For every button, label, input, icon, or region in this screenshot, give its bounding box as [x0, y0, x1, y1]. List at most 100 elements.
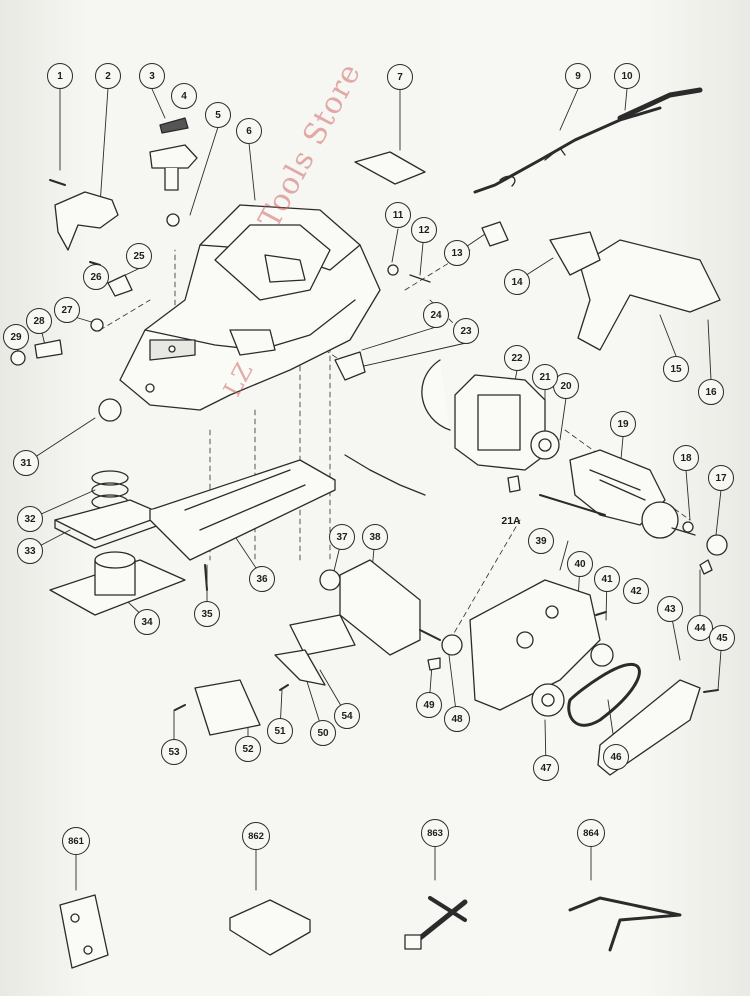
- screw-45-shape: [703, 689, 719, 693]
- handle-cover-shape: [549, 231, 601, 276]
- knob-31-shape: [98, 398, 122, 422]
- callout-18: 18: [673, 445, 699, 471]
- screw-51-shape: [279, 684, 289, 691]
- drum-38-shape: [319, 559, 441, 656]
- callout-7: 7: [387, 64, 413, 90]
- callout-51: 51: [267, 718, 293, 744]
- plate-52-shape: [194, 679, 261, 736]
- callout-861: 861: [62, 827, 90, 855]
- callout-10: 10: [614, 63, 640, 89]
- callout-41: 41: [594, 566, 620, 592]
- callout-4: 4: [171, 83, 197, 109]
- pulley-shapes: [531, 643, 614, 717]
- callout-42: 42: [623, 578, 649, 604]
- callout-35: 35: [194, 601, 220, 627]
- callout-13: 13: [444, 240, 470, 266]
- callout-34: 34: [134, 609, 160, 635]
- brush-21a-shape: [507, 475, 521, 493]
- screw-1-shape: [49, 179, 66, 186]
- callout-17: 17: [708, 465, 734, 491]
- callout-3: 3: [139, 63, 165, 89]
- callout-27: 27: [54, 297, 80, 323]
- screw-53-shape: [174, 704, 186, 711]
- blade-54-shape: [289, 614, 356, 656]
- callout-16: 16: [698, 379, 724, 405]
- callout-54: 54: [334, 703, 360, 729]
- rear-handle-shape: [577, 239, 721, 351]
- bearing-17-shape: [706, 534, 728, 556]
- plate-33-shape: [54, 499, 166, 541]
- power-cord-shape: [473, 87, 703, 194]
- main-housing-shape: [119, 204, 381, 411]
- callout-862: 862: [242, 822, 270, 850]
- callout-43: 43: [657, 596, 683, 622]
- callout-33: 33: [17, 538, 43, 564]
- front-base-shape: [149, 459, 336, 561]
- callout-28: 28: [26, 308, 52, 334]
- callout-863: 863: [421, 819, 449, 847]
- callout-26: 26: [83, 264, 109, 290]
- key-49-shape: [427, 657, 441, 671]
- accessory-861-shape: [59, 894, 109, 969]
- callout-38: 38: [362, 524, 388, 550]
- through-bolt-shape: [539, 494, 606, 516]
- callout-2: 2: [95, 63, 121, 89]
- callout-19: 19: [610, 411, 636, 437]
- callout-39: 39: [528, 528, 554, 554]
- cord-clamp-shape: [387, 264, 399, 276]
- belt-shape: [567, 663, 641, 727]
- callout-37: 37: [329, 524, 355, 550]
- callout-29: 29: [3, 324, 29, 350]
- side-plate-shape: [469, 579, 601, 711]
- callout-50: 50: [310, 720, 336, 746]
- callout-48: 48: [444, 706, 470, 732]
- base-34-shape: [49, 551, 186, 616]
- callout-864: 864: [577, 819, 605, 847]
- washer-shape: [166, 213, 180, 227]
- callout-40: 40: [567, 551, 593, 577]
- cap-29-shape: [10, 350, 26, 366]
- nut-27-shape: [90, 318, 104, 332]
- depth-knob-shape: [149, 117, 198, 191]
- callout-24: 24: [423, 302, 449, 328]
- callout-1: 1: [47, 63, 73, 89]
- nameplate-shape: [354, 151, 426, 185]
- wire-lead-shape: [344, 454, 426, 496]
- callout-53: 53: [161, 739, 187, 765]
- screw-35-shape: [204, 564, 208, 591]
- callout-5: 5: [205, 102, 231, 128]
- callout-46: 46: [603, 744, 629, 770]
- callout-12: 12: [411, 217, 437, 243]
- callout-31: 31: [13, 450, 39, 476]
- blade-cover-shape: [54, 191, 119, 251]
- callout-22: 22: [504, 345, 530, 371]
- callout-11: 11: [385, 202, 411, 228]
- brush-holder-shape: [334, 351, 366, 381]
- callout-49: 49: [416, 692, 442, 718]
- accessory-863-shape: [404, 896, 468, 950]
- callout-14: 14: [504, 269, 530, 295]
- field-stator-shape: [421, 359, 546, 471]
- bearing-48-shape: [441, 634, 463, 656]
- blade-holder-shape: [274, 649, 326, 686]
- callout-45: 45: [709, 625, 735, 651]
- washer-18-shape: [682, 521, 694, 533]
- switch-block-shape: [481, 221, 509, 247]
- callout-52: 52: [235, 736, 261, 762]
- bearing-21-shape: [530, 430, 560, 460]
- accessory-862-shape: [229, 899, 311, 956]
- callout-25: 25: [126, 243, 152, 269]
- armature-shape: [569, 449, 696, 539]
- plate-25-shape: [107, 274, 133, 297]
- screw-12-shape: [409, 274, 431, 283]
- callout-36: 36: [249, 566, 275, 592]
- spring-28-shape: [34, 339, 63, 359]
- callout-47: 47: [533, 755, 559, 781]
- key-44-shape: [699, 559, 713, 575]
- screw-41-shape: [595, 611, 607, 616]
- callout-32: 32: [17, 506, 43, 532]
- callout-15: 15: [663, 356, 689, 382]
- callout-21: 21: [532, 364, 558, 390]
- accessory-864-shape: [568, 896, 682, 952]
